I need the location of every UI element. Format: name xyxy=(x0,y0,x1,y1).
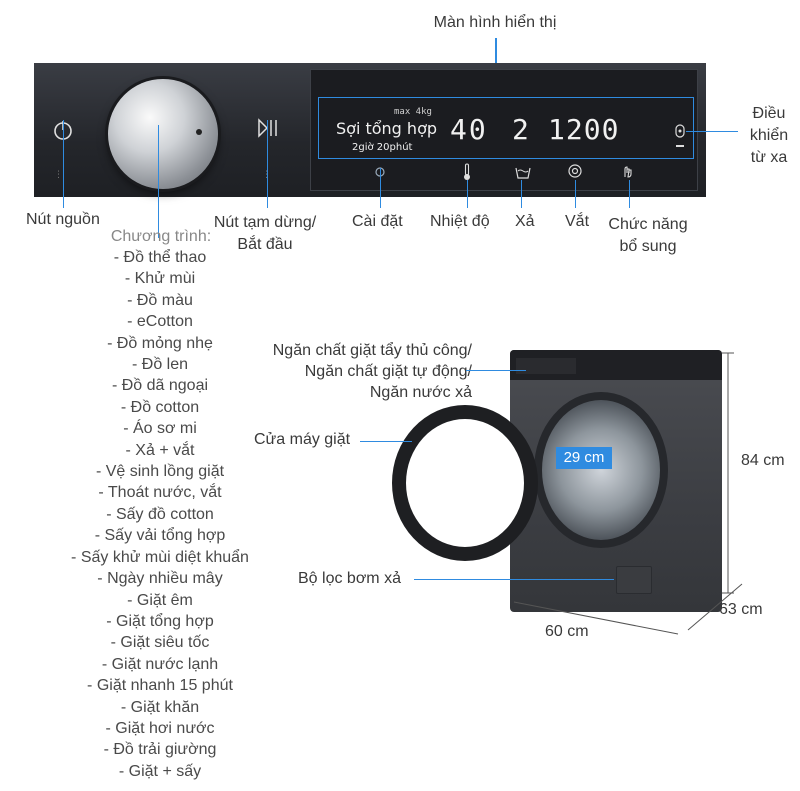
detergent-label: Ngăn chất giặt tẩy thủ công/ Ngăn chất g… xyxy=(272,342,472,401)
program-item: - Giặt siêu tốc xyxy=(110,634,210,652)
remote-led xyxy=(676,145,684,147)
program-item: - Đồ trải giường xyxy=(103,741,217,759)
spin-label: Vắt xyxy=(565,213,590,230)
depth-label: 63 cm xyxy=(719,601,763,618)
program-item: - Sấy khử mùi diệt khuẩn xyxy=(71,548,249,566)
settings-label: Cài đặt xyxy=(352,213,403,230)
program-item: - eCotton xyxy=(127,313,193,331)
rinse-label: Xả xyxy=(515,213,535,230)
display-max-load: max 4kg xyxy=(394,107,432,117)
display-frame xyxy=(310,69,698,191)
remote-leader xyxy=(686,131,738,132)
pause-leader xyxy=(267,120,268,208)
program-knob[interactable] xyxy=(108,79,218,189)
program-item: - Ngày nhiều mây xyxy=(97,570,223,588)
programs-title: Chương trình: xyxy=(110,228,212,245)
filter-leader xyxy=(414,579,614,580)
play-pause-icon[interactable] xyxy=(256,117,280,144)
program-item: - Áo sơ mi xyxy=(123,420,197,438)
knob-leader xyxy=(158,125,159,238)
program-item: - Đồ mỏng nhẹ xyxy=(107,334,213,352)
filter-label: Bộ lọc bơm xả xyxy=(298,570,401,587)
program-item: - Đồ màu xyxy=(127,291,193,309)
program-item: - Sấy đồ cotton xyxy=(106,505,214,523)
extra-leader xyxy=(629,180,630,208)
extra-function-icon[interactable] xyxy=(620,163,636,184)
remote-icon[interactable] xyxy=(674,123,686,144)
program-item: - Đồ cotton xyxy=(120,398,200,416)
program-item: - Giặt nước lạnh xyxy=(101,655,219,673)
program-item: - Vệ sinh lồng giặt xyxy=(95,463,225,481)
temperature-leader xyxy=(467,180,468,208)
pump-filter xyxy=(616,566,652,594)
control-panel: ⋮ ⋮ max 4kg Sợi tổng hợp 2giờ 20phút 40 … xyxy=(34,63,706,197)
door-leader xyxy=(360,441,412,442)
program-item: - Xả + vắt xyxy=(125,441,195,459)
rinse-leader xyxy=(521,180,522,208)
settings-leader xyxy=(380,168,381,208)
spin-leader xyxy=(575,180,576,208)
remote-label: Điều khiển từ xa xyxy=(749,105,789,166)
extra-label: Chức năng bổ sung xyxy=(608,216,688,255)
program-item: - Giặt nhanh 15 phút xyxy=(87,677,233,695)
display-rinse: 2 xyxy=(512,113,529,146)
program-item: - Đồ thể thao xyxy=(113,249,207,266)
power-label: Nút nguồn xyxy=(26,211,100,228)
door-label: Cửa máy giặt xyxy=(254,431,351,448)
program-item: - Khử mùi xyxy=(124,270,196,288)
power-dots: ⋮ xyxy=(54,169,63,179)
display-spin: 1200 xyxy=(548,113,620,146)
program-item: - Giặt + sấy xyxy=(118,762,202,780)
width-label: 60 cm xyxy=(545,623,589,640)
drum-diameter-badge: 29 cm xyxy=(556,447,612,469)
program-item: - Đồ dã ngoại xyxy=(111,377,209,395)
temperature-label: Nhiệt độ xyxy=(430,213,490,230)
power-leader xyxy=(63,120,64,208)
display-label: Màn hình hiển thị xyxy=(433,14,557,31)
display-highlight xyxy=(318,97,694,159)
program-item: - Giặt khăn xyxy=(120,698,200,716)
pause-dots: ⋮ xyxy=(262,169,271,180)
program-item: - Giặt hơi nước xyxy=(105,719,215,737)
program-item: - Thoát nước, vắt xyxy=(98,484,222,502)
spin-icon[interactable] xyxy=(567,163,583,184)
program-list: - Đồ thể thao - Khử mùi - Đồ màu - eCotton -… xyxy=(40,247,280,782)
knob-dot xyxy=(196,129,202,135)
height-label: 84 cm xyxy=(741,452,785,469)
pause-start-label: Nút tạm dừng/ Bắt đầu xyxy=(213,214,317,253)
detergent-leader xyxy=(466,370,526,371)
rinse-icon[interactable] xyxy=(514,165,532,184)
display-time: 2giờ 20phút xyxy=(352,142,413,153)
program-item: - Sấy vải tổng hợp xyxy=(94,527,226,545)
program-item: - Giặt êm xyxy=(127,591,193,609)
detergent-drawer xyxy=(516,358,576,374)
drum-porthole xyxy=(534,392,668,548)
program-item: - Đồ len xyxy=(131,356,189,374)
dimension-lines xyxy=(513,352,743,635)
display-program: Sợi tổng hợp xyxy=(336,119,438,138)
display-temperature: 40 xyxy=(450,113,488,146)
program-item: - Giặt tổng hợp xyxy=(106,612,214,630)
thermometer-icon[interactable] xyxy=(462,163,472,186)
